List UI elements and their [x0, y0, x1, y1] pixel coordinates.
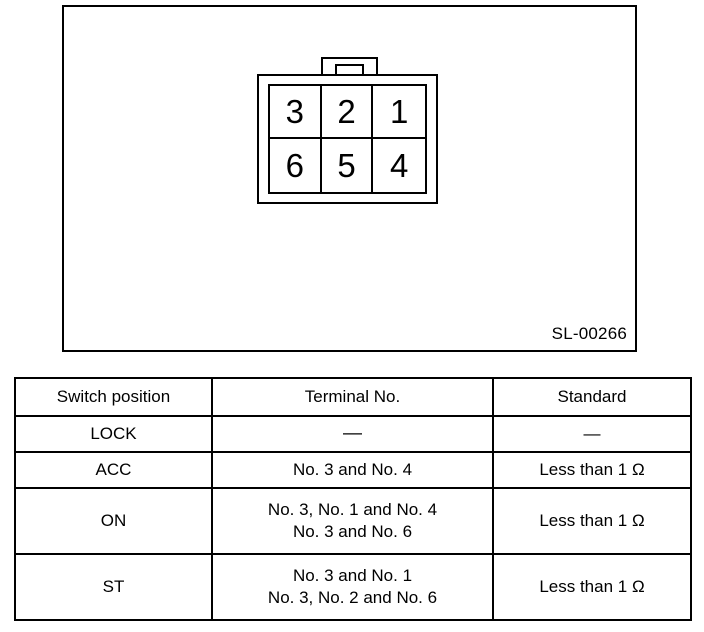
cell-terminal-no: No. 3 and No. 1 No. 3, No. 2 and No. 6	[211, 553, 494, 621]
cell-switch-position: ACC	[14, 451, 213, 489]
terminal-line: No. 3, No. 1 and No. 4	[267, 499, 438, 519]
terminal-line: No. 3 and No. 4	[292, 459, 413, 479]
column-header-switch-position: Switch position	[14, 377, 213, 417]
pin-terminal-6: 6	[270, 139, 322, 192]
table-row: ST No. 3 and No. 1 No. 3, No. 2 and No. 6 L…	[14, 553, 692, 621]
cell-terminal-no: No. 3 and No. 4	[211, 451, 494, 489]
switch-continuity-table: Switch position Terminal No. Standard LO…	[14, 377, 692, 621]
cell-switch-position: LOCK	[14, 415, 213, 453]
table-header-row: Switch position Terminal No. Standard	[14, 377, 692, 417]
terminal-line: No. 3, No. 2 and No. 6	[267, 588, 438, 607]
pin-terminal-3: 3	[270, 86, 322, 139]
cell-switch-position: ST	[14, 553, 213, 621]
column-header-terminal-no: Terminal No.	[211, 377, 494, 417]
table-row: ACC No. 3 and No. 4 Less than 1 Ω	[14, 451, 692, 489]
connector-pin-grid: 3 2 1 6 5 4	[270, 86, 425, 192]
connector-diagram-panel: 3 2 1 6 5 4 SL-00266	[62, 5, 637, 352]
cell-standard: Less than 1 Ω	[492, 451, 692, 489]
cell-standard: —	[492, 415, 692, 453]
connector-housing-inner	[268, 84, 427, 194]
pin-terminal-5: 5	[322, 139, 374, 192]
pin-terminal-1: 1	[373, 86, 425, 139]
cell-standard: Less than 1 Ω	[492, 553, 692, 621]
ignition-switch-connector: 3 2 1 6 5 4	[257, 57, 438, 204]
drawing-id-label: SL-00266	[551, 324, 627, 343]
cell-standard: Less than 1 Ω	[492, 487, 692, 555]
table-row: ON No. 3, No. 1 and No. 4 No. 3 and No. 6 L…	[14, 487, 692, 555]
terminal-line: No. 3 and No. 6	[292, 522, 413, 541]
cell-switch-position: ON	[14, 487, 213, 555]
terminal-line: —	[343, 423, 362, 445]
cell-terminal-no: —	[211, 415, 494, 453]
pin-terminal-4: 4	[389, 147, 409, 184]
table-row: LOCK — —	[14, 415, 692, 453]
cell-terminal-no: No. 3, No. 1 and No. 4 No. 3 and No. 6	[211, 487, 494, 555]
column-header-standard: Standard	[492, 377, 692, 417]
terminal-line: No. 3 and No. 1	[292, 565, 413, 585]
pin-terminal-2: 2	[321, 86, 374, 139]
